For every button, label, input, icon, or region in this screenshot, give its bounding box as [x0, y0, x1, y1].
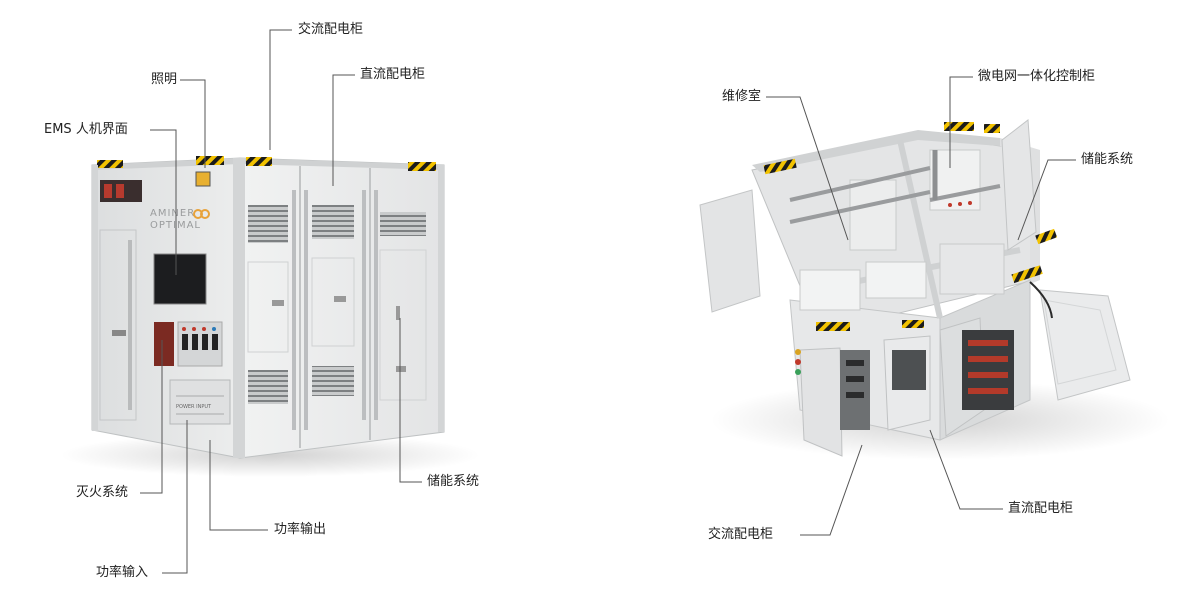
label-lighting: 照明: [151, 72, 178, 87]
ems-screen: [153, 253, 207, 305]
right-container: [699, 119, 1170, 460]
leader-lines: [140, 29, 1076, 574]
label-ems: EMS 人机界面: [44, 122, 128, 137]
label-dc-cabinet-right: 直流配电柜: [1008, 501, 1074, 516]
left-container: AMINER OPTIMAL POWER INPUT: [60, 156, 480, 477]
label-maintenance-room: 维修室: [722, 89, 762, 104]
brand-line1: AMINER: [150, 208, 195, 219]
label-microgrid-cabinet: 微电网一体化控制柜: [978, 69, 1096, 84]
label-dc-cabinet-left: 直流配电柜: [360, 67, 426, 82]
label-power-input: 功率输入: [96, 565, 149, 580]
label-power-output: 功率输出: [274, 522, 327, 537]
power-input-panel-text: POWER INPUT: [176, 404, 212, 410]
label-fire-system: 灭火系统: [76, 485, 129, 500]
label-ac-cabinet-left: 交流配电柜: [298, 22, 364, 37]
label-storage-left: 储能系统: [427, 474, 480, 489]
label-storage-right: 储能系统: [1081, 152, 1134, 167]
label-ac-cabinet-right: 交流配电柜: [708, 527, 774, 542]
brand-line2: OPTIMAL: [150, 220, 201, 231]
